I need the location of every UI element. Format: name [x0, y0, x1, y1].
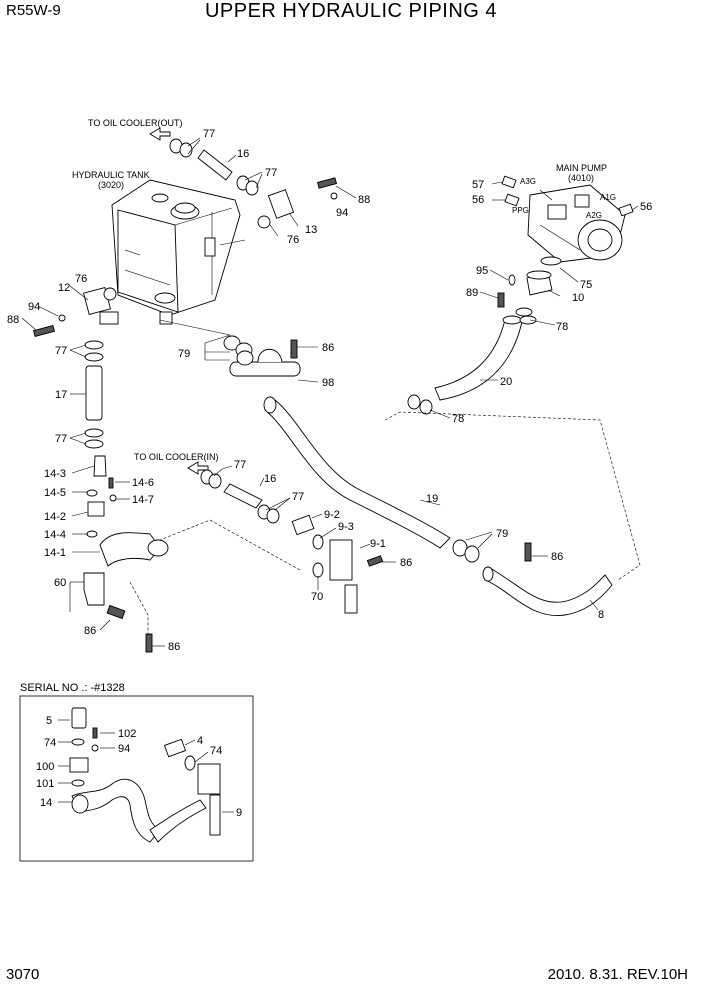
part-label: 100: [36, 761, 54, 773]
part-label: 98: [322, 377, 334, 389]
part-label: 9-1: [370, 538, 386, 550]
part-label: 75: [580, 279, 592, 291]
page-number: 3070: [6, 966, 40, 983]
part-label: 14-6: [132, 477, 154, 489]
part-label: 14-4: [44, 529, 66, 541]
pipe-17: [85, 365, 103, 421]
part-label: 56: [640, 201, 652, 213]
part-label: 77: [292, 491, 304, 503]
oil-cooler-out-arrow-icon: [149, 127, 171, 141]
caption-oil-cooler-out: TO OIL COOLER(OUT): [88, 118, 183, 128]
part-label: 88: [7, 314, 19, 326]
part-label: 16: [237, 148, 249, 160]
part-label: 9-3: [338, 521, 354, 533]
part-label: 16: [264, 473, 276, 485]
part-label: 94: [118, 743, 130, 755]
hose-16-lower: [223, 483, 263, 509]
part-number-labels: 77 16 77 88 94 13 76 57 56 56 75 95 10 8…: [7, 128, 652, 653]
pipe-19: [264, 399, 451, 549]
part-label: 101: [36, 778, 54, 790]
page-title: UPPER HYDRAULIC PIPING 4: [204, 0, 498, 22]
part-label: 9: [236, 807, 242, 819]
part-label: 70: [311, 591, 323, 603]
part-label: 13: [305, 224, 317, 236]
pipe-20: [434, 319, 523, 401]
part-label: 89: [466, 287, 478, 299]
part-label: 86: [84, 625, 96, 637]
part-label: 95: [476, 265, 488, 277]
caption-serial-no: SERIAL NO .: -#1328: [20, 682, 125, 694]
part-label: 4: [197, 735, 203, 747]
part-label: 88: [358, 194, 370, 206]
caption-main-pump: MAIN PUMP: [556, 163, 607, 173]
main-pump: [527, 184, 626, 263]
model-code: R55W-9: [6, 2, 61, 19]
part-label: 19: [426, 493, 438, 505]
part-label: 94: [336, 207, 348, 219]
part-label: 79: [178, 348, 190, 360]
part-label: 8: [598, 609, 604, 621]
part-label: 9-2: [324, 509, 340, 521]
part-label: 14-2: [44, 511, 66, 523]
part-label: 5: [46, 715, 52, 727]
part-label: 78: [556, 321, 568, 333]
part-label: 12: [58, 282, 70, 294]
part-label: 86: [400, 557, 412, 569]
inset-frame: [19, 695, 254, 862]
part-label: 94: [28, 301, 40, 313]
part-label: 86: [322, 342, 334, 354]
part-label: 77: [55, 345, 67, 357]
port-label-a1g: A1G: [600, 193, 616, 202]
part-label: 77: [265, 167, 277, 179]
hydraulic-tank: [111, 179, 241, 325]
caption-main-pump-code: (4010): [568, 173, 594, 183]
part-label: 14-3: [44, 468, 66, 480]
revision-date: 2010. 8.31. REV.10H: [547, 966, 688, 983]
part-label: 60: [54, 577, 66, 589]
pipe-8: [484, 567, 613, 616]
part-label: 77: [55, 433, 67, 445]
part-label: 56: [472, 194, 484, 206]
part-label: 86: [168, 641, 180, 653]
port-label-ppg: PPG: [512, 206, 529, 215]
part-label: 76: [287, 234, 299, 246]
part-label: 74: [210, 745, 222, 757]
part-label: 76: [75, 273, 87, 285]
oil-cooler-in-arrow-icon: [187, 461, 209, 475]
leader-lines: [21, 137, 641, 647]
serial-inset: SERIAL NO .: -#1328 5 102 74 94 4 74 100…: [19, 682, 254, 862]
hose-16-upper: [197, 149, 233, 181]
part-label: 102: [118, 728, 136, 740]
part-label: 86: [551, 551, 563, 563]
part-label: 79: [496, 528, 508, 540]
part-label: 57: [472, 179, 484, 191]
caption-hydraulic-tank-code: (3020): [98, 180, 124, 190]
part-label: 77: [203, 128, 215, 140]
fittings: [82, 189, 553, 614]
port-label-a3g: A3G: [520, 177, 536, 186]
part-label: 10: [572, 292, 584, 304]
caption-hydraulic-tank: HYDRAULIC TANK: [72, 170, 150, 180]
part-label: 17: [55, 389, 67, 401]
caption-oil-cooler-in: TO OIL COOLER(IN): [134, 452, 219, 462]
part-label: 14: [40, 797, 52, 809]
part-label: 74: [44, 737, 56, 749]
part-label: 78: [452, 413, 464, 425]
part-label: 14-1: [44, 547, 66, 559]
part-label: 14-5: [44, 487, 66, 499]
part-label: 77: [234, 459, 246, 471]
port-label-a2g: A2G: [586, 211, 602, 220]
part-label: 20: [500, 376, 512, 388]
part-label: 14-7: [132, 494, 154, 506]
